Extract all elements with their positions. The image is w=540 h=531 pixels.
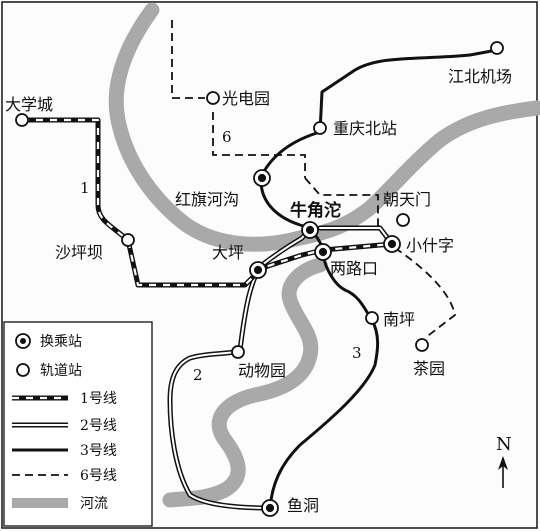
- label-shapingba: 沙坪坝: [55, 243, 103, 262]
- station-jiangbei-airport[interactable]: [490, 41, 504, 55]
- station-guangdianyuan[interactable]: [206, 91, 220, 105]
- label-daxuecheng: 大学城: [5, 95, 53, 114]
- legend-river-label: 河流: [80, 496, 108, 512]
- legend-line3-label: 3号线: [80, 443, 117, 459]
- line-number-3: 3: [352, 344, 362, 362]
- line-number-6: 6: [222, 128, 232, 146]
- river-jialing: [108, 2, 540, 252]
- station-chaotianmen[interactable]: [396, 213, 410, 227]
- label-dongwuyuan: 动物园: [238, 361, 286, 380]
- label-yudong: 鱼洞: [287, 496, 319, 515]
- label-chayuan: 茶园: [413, 359, 445, 378]
- station-chayuan[interactable]: [415, 338, 429, 352]
- line-6: [171, 20, 456, 339]
- legend: 换乘站 轨道站 1号线 2号线 3号线 6号线 河流: [3, 321, 153, 527]
- label-chaotianmen: 朝天门: [383, 190, 431, 209]
- transfer-daping[interactable]: [249, 261, 267, 279]
- label-lianglukou: 两路口: [330, 259, 378, 278]
- legend-line2-label: 2号线: [80, 418, 117, 434]
- label-jiangbei-airport: 江北机场: [448, 67, 512, 86]
- transfer-layer: [249, 169, 401, 517]
- label-chongqing-north: 重庆北站: [333, 119, 397, 138]
- north-arrow-head-icon: [498, 456, 508, 470]
- line-number-1: 1: [80, 179, 90, 197]
- station-chongqing-north[interactable]: [313, 121, 327, 135]
- station-nanping[interactable]: [365, 311, 379, 325]
- line-number-2: 2: [193, 366, 203, 384]
- river-layer: [108, 2, 540, 508]
- label-daping: 大坪: [212, 243, 244, 262]
- legend-line6-label: 6号线: [80, 468, 117, 484]
- north-label: N: [496, 434, 512, 455]
- station-shapingba[interactable]: [121, 233, 135, 247]
- legend-line1-label: 1号线: [80, 391, 117, 407]
- label-nanping: 南坪: [383, 310, 415, 329]
- station-daxuecheng[interactable]: [15, 113, 29, 127]
- transfer-lianglukou[interactable]: [314, 243, 332, 261]
- legend-transfer-symbol: [15, 333, 31, 349]
- transfer-yudong[interactable]: [261, 499, 279, 517]
- transfer-xiaoshizi[interactable]: [383, 235, 401, 253]
- north-arrow: N: [496, 434, 512, 488]
- station-dongwuyuan[interactable]: [231, 345, 245, 359]
- station-labels: 江北机场 重庆北站 光电园 大学城 红旗河沟 牛角沱 朝天门 小什字 沙坪坝 大…: [5, 67, 512, 515]
- label-guangdianyuan: 光电园: [222, 89, 270, 108]
- label-hongqihegou: 红旗河沟: [175, 190, 239, 209]
- stations-layer: [15, 41, 504, 359]
- label-xiaoshizi: 小什字: [406, 236, 454, 255]
- label-niujiaotuo: 牛角沱: [290, 200, 341, 221]
- legend-station-symbol: [16, 363, 30, 377]
- transfer-hongqihegou[interactable]: [253, 169, 271, 187]
- legend-station-label: 轨道站: [40, 363, 82, 379]
- transfer-niujiaotuo[interactable]: [301, 221, 319, 239]
- river-yangtze: [162, 257, 328, 508]
- line-number-labels: 1 2 3 6: [80, 128, 362, 384]
- legend-transfer-label: 换乘站: [40, 333, 82, 350]
